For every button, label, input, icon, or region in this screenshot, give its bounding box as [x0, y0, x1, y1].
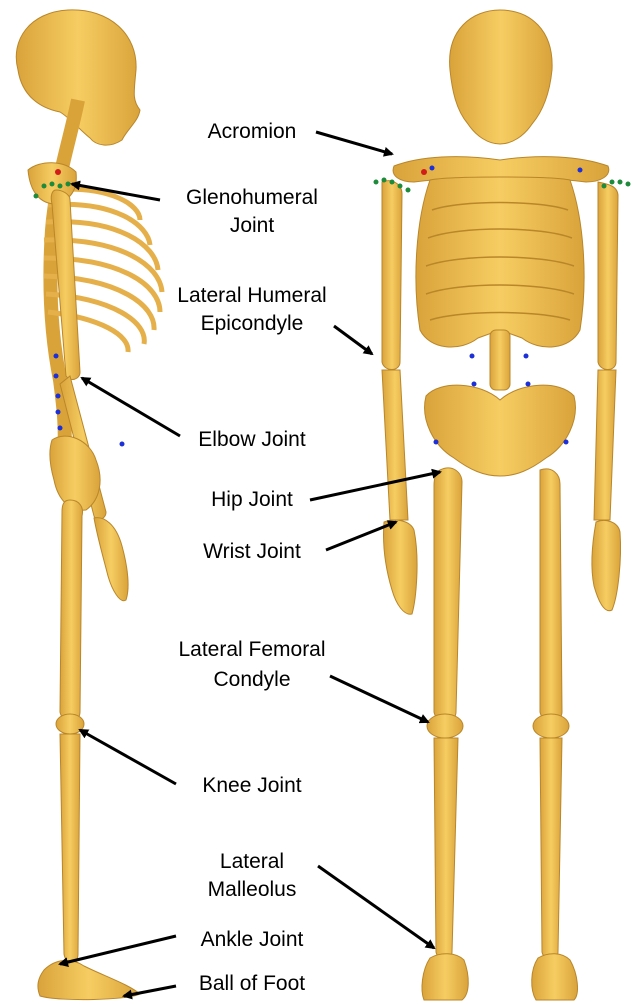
- label-glenohumeral-line2: Joint: [230, 214, 275, 237]
- arrow-hip: [310, 472, 440, 500]
- front-left-humerus: [382, 181, 402, 370]
- side-view-skeleton: [16, 10, 162, 1000]
- front-right-forearm: [594, 370, 616, 520]
- label-lateral-malleolus-line2: Malleolus: [208, 878, 297, 901]
- front-view-skeleton: [382, 10, 621, 1000]
- front-right-hand: [592, 520, 621, 610]
- label-knee-joint: Knee Joint: [202, 774, 301, 797]
- front-right-foot: [532, 954, 578, 1000]
- label-lateral-humeral-line2: Epicondyle: [201, 312, 304, 335]
- front-skull: [450, 10, 553, 144]
- label-lateral-humeral-line1: Lateral Humeral: [177, 284, 326, 307]
- front-right-humerus: [598, 182, 618, 370]
- side-foot: [38, 960, 140, 999]
- side-pelvis: [50, 436, 100, 510]
- front-pelvis: [425, 385, 576, 476]
- arrow-acromion: [316, 132, 392, 154]
- front-right-femur: [540, 469, 562, 721]
- annotation-labels: Acromion Glenohumeral Joint Lateral Hume…: [177, 120, 326, 995]
- front-right-tibia: [540, 738, 562, 960]
- label-ball-of-foot: Ball of Foot: [199, 972, 305, 995]
- front-left-femur: [434, 468, 462, 721]
- label-hip-joint: Hip Joint: [211, 488, 293, 511]
- label-lateral-femoral-line2: Condyle: [213, 668, 290, 691]
- front-left-foot: [422, 954, 468, 1000]
- front-left-forearm: [382, 370, 408, 520]
- label-lateral-femoral-line1: Lateral Femoral: [178, 638, 325, 661]
- arrow-knee: [80, 730, 176, 784]
- arrow-elbow: [82, 378, 180, 436]
- front-left-knee: [427, 714, 463, 738]
- arrow-lateral-humeral: [334, 326, 372, 354]
- label-glenohumeral-line1: Glenohumeral: [186, 186, 318, 209]
- side-tibia: [60, 734, 80, 963]
- front-left-tibia: [434, 738, 458, 960]
- side-hand: [94, 518, 128, 601]
- front-lumbar-spine: [490, 330, 510, 390]
- label-elbow-joint: Elbow Joint: [198, 428, 306, 451]
- side-femur: [60, 500, 83, 721]
- label-lateral-malleolus-line1: Lateral: [220, 850, 284, 873]
- arrow-lateral-malleolus: [318, 866, 434, 948]
- arrow-lateral-femoral: [330, 676, 428, 722]
- label-wrist-joint: Wrist Joint: [203, 540, 301, 563]
- label-ankle-joint: Ankle Joint: [201, 928, 304, 951]
- front-left-hand: [383, 520, 417, 614]
- front-right-knee: [533, 714, 569, 738]
- label-acromion: Acromion: [208, 120, 297, 143]
